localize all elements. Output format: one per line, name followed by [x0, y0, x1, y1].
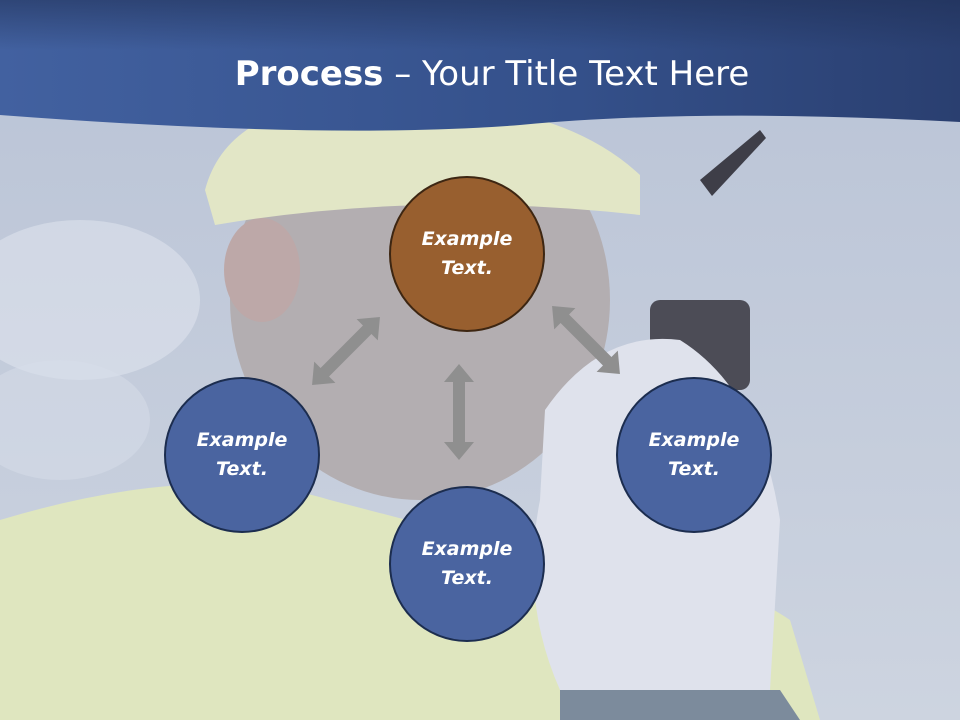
node-bottom-line1: Example	[421, 538, 513, 560]
node-top-line2: Text.	[441, 257, 493, 279]
vertical-arrow-center	[444, 364, 474, 460]
slide-title-bold: Process	[234, 54, 384, 94]
process-node-right: Example Text.	[616, 377, 772, 533]
node-bottom-line2: Text.	[441, 567, 493, 589]
diagonal-arrow-right	[552, 306, 620, 374]
node-left-line1: Example	[196, 429, 288, 451]
node-right-line1: Example	[648, 429, 740, 451]
slide-title: Process – Your Title Text Here	[0, 52, 960, 96]
process-node-top: Example Text.	[389, 176, 545, 332]
diagonal-arrow-left	[312, 317, 380, 385]
process-node-left: Example Text.	[164, 377, 320, 533]
process-node-bottom: Example Text.	[389, 486, 545, 642]
node-left-line2: Text.	[216, 458, 268, 480]
node-right-line2: Text.	[668, 458, 720, 480]
node-top-line1: Example	[421, 228, 513, 250]
slide-title-rest: – Your Title Text Here	[383, 54, 750, 94]
